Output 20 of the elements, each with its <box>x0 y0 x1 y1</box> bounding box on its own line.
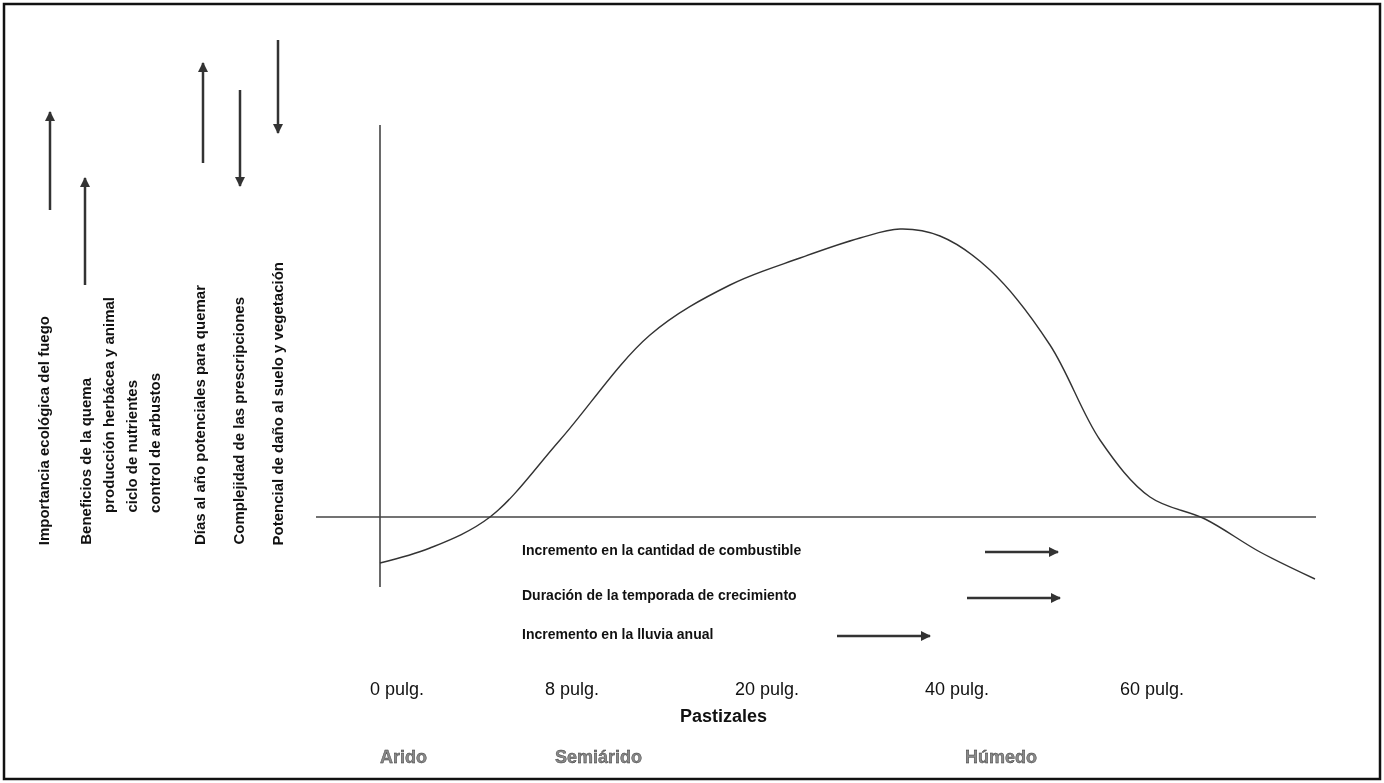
trend-label: Incremento en la cantidad de combustible <box>522 543 802 559</box>
tick-label: 0 pulg. <box>370 680 425 700</box>
tick-label: 40 pulg. <box>925 680 990 700</box>
axis-label: Potencial de daño al suelo y vegetación <box>270 261 287 545</box>
axis-label: Importancia ecológica del fuego <box>36 315 53 545</box>
tick-label: 60 pulg. <box>1120 680 1185 700</box>
tick-label: 8 pulg. <box>545 680 600 700</box>
tick-label: 20 pulg. <box>735 680 800 700</box>
trend-label: Duración de la temporada de crecimiento <box>522 588 797 604</box>
axis-label: Complejidad de las prescripciones <box>231 297 248 545</box>
list-item: control de arbustos <box>147 372 164 513</box>
zone-label: Arido <box>380 748 427 768</box>
axis-title: Pastizales <box>680 707 768 727</box>
trend-label: Incremento en la lluvia anual <box>522 627 714 643</box>
list-item: producción herbácea y animal <box>101 297 118 513</box>
list-item: ciclo de nutrientes <box>124 380 141 513</box>
axis-label: Beneficios de la quema <box>78 378 95 545</box>
zone-label: Húmedo <box>965 748 1037 768</box>
axis-label: Días al año potenciales para quemar <box>192 284 209 545</box>
zone-label: Semiárido <box>555 748 643 768</box>
